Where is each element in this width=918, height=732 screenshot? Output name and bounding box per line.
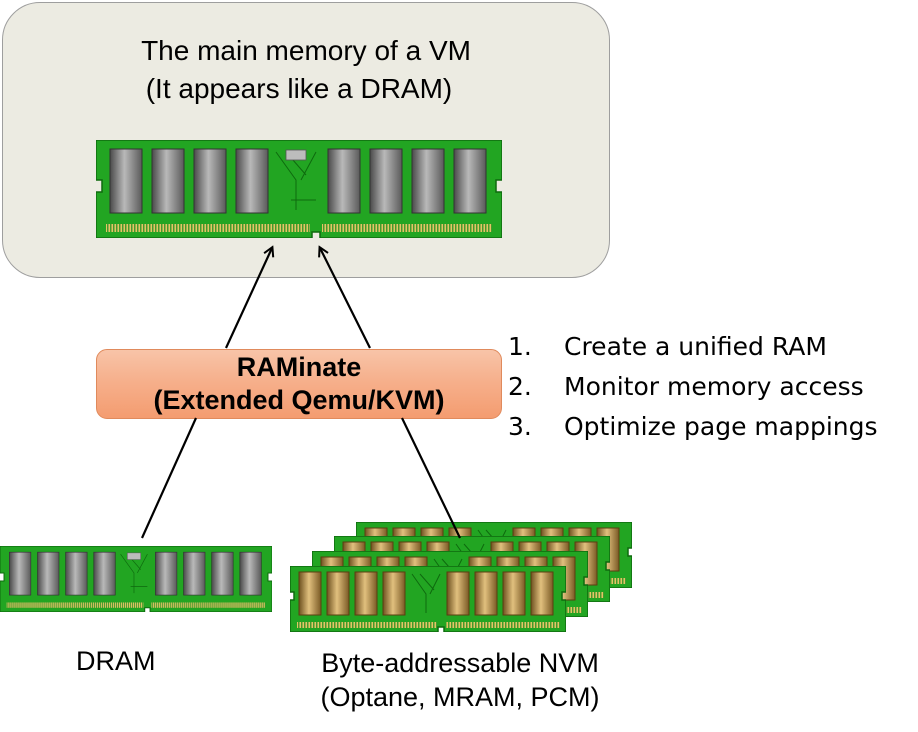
dram-stick-icon — [0, 546, 272, 612]
nvm-stick-icon — [290, 566, 566, 632]
step-number: 1. — [508, 331, 532, 361]
nvm-label-line2: (Optane, MRAM, PCM) — [320, 682, 600, 712]
raminate-subtitle: (Extended Qemu/KVM) — [153, 385, 445, 415]
step-text: Monitor memory access — [564, 371, 864, 401]
vm-title-line1: The main memory of a VM — [141, 35, 471, 66]
nvm-label-line1: Byte-addressable NVM — [321, 648, 599, 678]
step-number: 3. — [508, 411, 532, 441]
step-text: Create a unified RAM — [564, 331, 827, 361]
vm-title-line2: (It appears like a DRAM) — [145, 73, 453, 104]
step-item: 1. Create a unified RAM — [508, 326, 878, 366]
step-number: 2. — [508, 371, 532, 401]
nvm-label: Byte-addressable NVM (Optane, MRAM, PCM) — [292, 646, 628, 714]
vm-title: The main memory of a VM (It appears like… — [2, 32, 610, 108]
right-up-arrow — [320, 248, 371, 349]
dram-arrow — [140, 417, 198, 539]
step-text: Optimize page mappings — [564, 411, 878, 441]
nvm-arrow — [401, 417, 461, 539]
raminate-title: RAMinate — [236, 352, 362, 382]
left-up-arrow — [225, 248, 272, 349]
raminate-box — [96, 349, 502, 419]
step-item: 2. Monitor memory access — [508, 366, 878, 406]
vm-memory-stick-icon — [96, 140, 502, 238]
step-item: 3. Optimize page mappings — [508, 406, 878, 446]
raminate-label: RAMinate (Extended Qemu/KVM) — [96, 349, 502, 419]
dram-label: DRAM — [76, 646, 156, 676]
steps-list: 1. Create a unified RAM 2. Monitor memor… — [508, 326, 878, 446]
